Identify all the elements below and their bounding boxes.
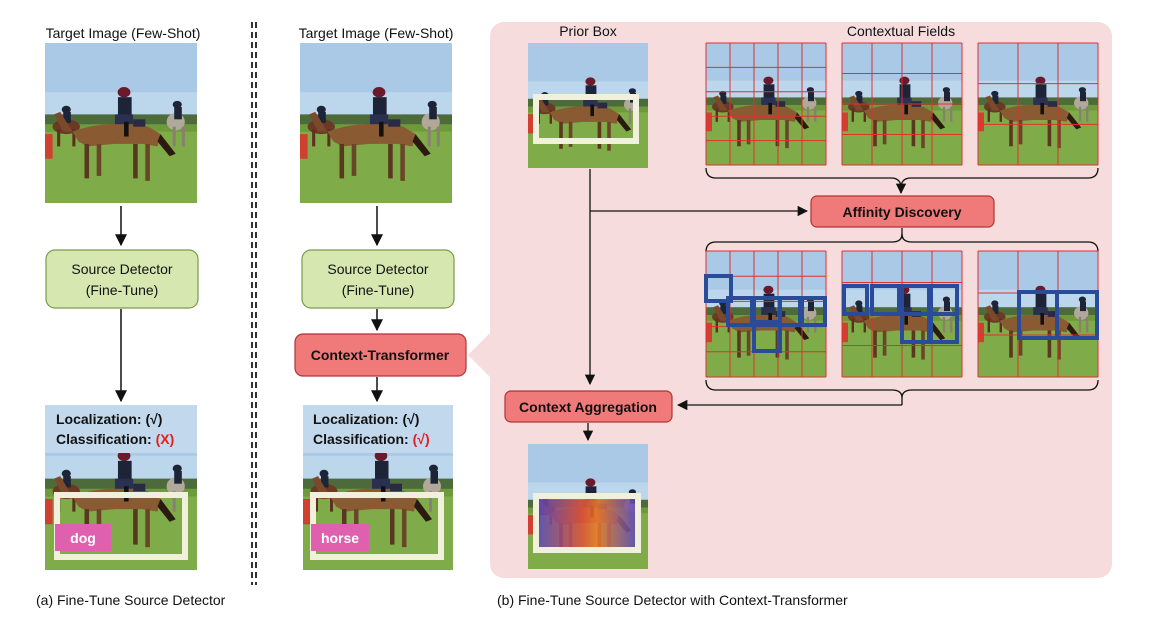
context-aggregation-box (504, 390, 673, 423)
left-classification: Classification: (X) (56, 431, 174, 447)
left-detector-line2: (Fine-Tune) (86, 282, 159, 298)
left-detector-line1: Source Detector (71, 261, 172, 277)
prior-box-title: Prior Box (559, 23, 617, 39)
left-class-label-bg (55, 524, 111, 551)
middle-class-label-bg (311, 524, 369, 551)
aggregated-box (533, 493, 641, 553)
middle-classification: Classification: (√) (313, 431, 430, 447)
prior-box-image (528, 43, 648, 168)
middle-source-detector (301, 249, 455, 309)
context-aggregation-label: Context Aggregation (519, 399, 657, 415)
middle-class-label: horse (321, 530, 359, 546)
aggregated-heatmap (538, 498, 636, 548)
left-title: Target Image (Few-Shot) (46, 25, 201, 41)
affinity-field-image-3 (978, 251, 1098, 377)
context-transformer-label: Context-Transformer (311, 347, 450, 363)
affinity-field-image-1 (706, 251, 826, 377)
caption-a: (a) Fine-Tune Source Detector (36, 592, 226, 608)
middle-detector-line2: (Fine-Tune) (342, 282, 415, 298)
contextual-field-image-1 (706, 43, 826, 165)
left-source-detector (45, 249, 199, 309)
affinity-boxes (704, 274, 1099, 353)
affinity-discovery-label: Affinity Discovery (842, 204, 961, 220)
middle-title: Target Image (Few-Shot) (299, 25, 454, 41)
contextual-fields-title: Contextual Fields (847, 23, 955, 39)
prior-box (533, 94, 639, 144)
mid-brace (705, 233, 1099, 253)
middle-localization: Localization: (√) (313, 411, 419, 427)
affinity-discovery-box (810, 195, 995, 228)
middle-target-image (300, 43, 452, 203)
left-class-label: dog (70, 530, 96, 546)
grid-5x5-top (705, 42, 827, 166)
contextual-field-image-3 (978, 43, 1098, 165)
left-target-image (45, 43, 197, 203)
callout-pointer (468, 333, 490, 377)
grid-4x4-bottom (841, 250, 963, 378)
caption-b: (b) Fine-Tune Source Detector with Conte… (497, 592, 848, 608)
context-transformer-box (294, 333, 467, 377)
grid-3x3-top (977, 42, 1099, 166)
middle-detector-line1: Source Detector (327, 261, 428, 277)
grid-5x5-bottom (705, 250, 827, 378)
grid-4x4-top (841, 42, 963, 166)
left-localization: Localization: (√) (56, 411, 162, 427)
